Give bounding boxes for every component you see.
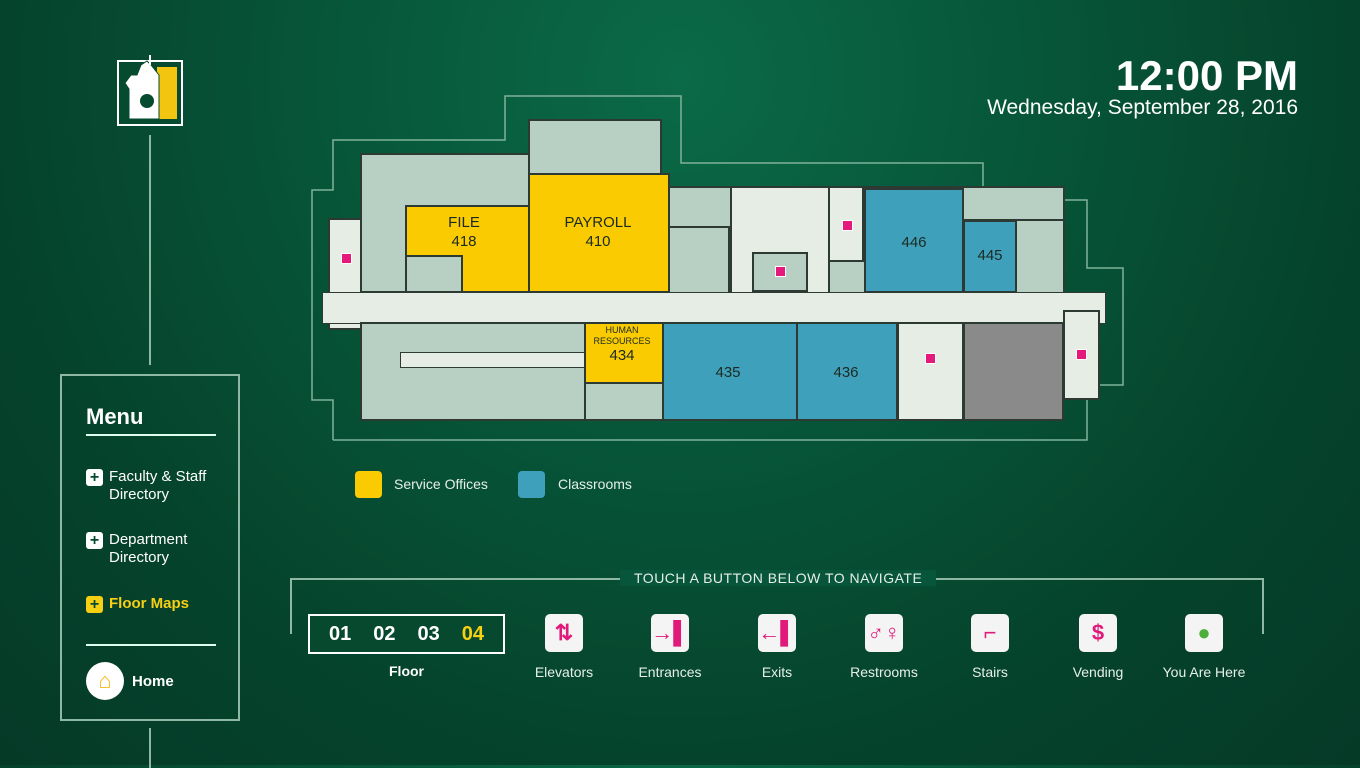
divider: [86, 644, 216, 646]
button-label: Restrooms: [850, 664, 918, 680]
menu-item-label: Floor Maps: [109, 595, 190, 612]
you-are-here-button[interactable]: ● You Are Here: [1154, 614, 1254, 680]
home-icon: ⌂: [86, 662, 124, 700]
room-label: 436: [833, 364, 859, 381]
menu-item-floor-maps[interactable]: + Floor Maps: [86, 595, 189, 613]
stairs-icon: ⌐: [971, 614, 1009, 652]
elevator-icon: [775, 266, 786, 277]
plus-icon: +: [86, 596, 103, 613]
button-label: Entrances: [638, 664, 702, 680]
location-pin-icon: ●: [1185, 614, 1223, 652]
stairs-icon: [842, 220, 853, 231]
clock-time: 12:00 PM: [1115, 52, 1298, 99]
elevators-button[interactable]: ⇅ Elevators: [514, 614, 614, 680]
stairs-icon: [341, 253, 352, 264]
vending-icon: $: [1079, 614, 1117, 652]
menu-item-label: Faculty & Staff: [109, 468, 207, 485]
menu-item-label: Directory: [109, 549, 170, 566]
divider: [86, 434, 216, 436]
button-label: You Are Here: [1162, 664, 1246, 680]
restroom-icon: [925, 353, 936, 364]
menu-item-label: Directory: [109, 486, 170, 503]
plus-icon: +: [86, 469, 103, 486]
floor-button-03[interactable]: 03: [417, 622, 440, 645]
button-label: Stairs: [972, 664, 1008, 680]
plus-icon: +: [86, 532, 103, 549]
clock-date: Wednesday, September 28, 2016: [987, 96, 1298, 119]
room-label: 435: [715, 364, 741, 381]
home-button[interactable]: ⌂ Home: [86, 662, 174, 700]
exit-icon: ←▌: [758, 614, 796, 652]
floor-button-04[interactable]: 04: [461, 622, 484, 645]
floor-button-02[interactable]: 02: [373, 622, 396, 645]
legend-label: Classrooms: [558, 476, 632, 492]
exits-button[interactable]: ←▌ Exits: [727, 614, 827, 680]
legend-swatch-service-offices: [355, 471, 382, 498]
divider-line: [149, 135, 151, 365]
room-label: 445: [977, 247, 1003, 264]
elevator-icon: ⇅: [545, 614, 583, 652]
legend-label: Service Offices: [394, 476, 488, 492]
nav-title: TOUCH A BUTTON BELOW TO NAVIGATE: [620, 570, 937, 586]
menu-title: Menu: [86, 404, 144, 429]
floor-selector: 01 02 03 04: [308, 614, 505, 654]
button-label: Vending: [1072, 664, 1124, 680]
stairs-icon: [1076, 349, 1087, 360]
stairs-button[interactable]: ⌐ Stairs: [940, 614, 1040, 680]
logo: [117, 55, 183, 127]
button-label: Elevators: [534, 664, 594, 680]
floor-label: Floor: [389, 663, 424, 679]
room-label: 446: [901, 234, 927, 251]
home-label: Home: [132, 672, 174, 690]
button-label: Exits: [761, 664, 793, 680]
entrance-icon: →▌: [651, 614, 689, 652]
floor-button-01[interactable]: 01: [329, 622, 352, 645]
vending-button[interactable]: $ Vending: [1048, 614, 1148, 680]
entrances-button[interactable]: →▌ Entrances: [620, 614, 720, 680]
legend-swatch-classrooms: [518, 471, 545, 498]
restrooms-button[interactable]: ♂♀ Restrooms: [834, 614, 934, 680]
restroom-icon: ♂♀: [865, 614, 903, 652]
menu-item-label: Department: [109, 531, 188, 548]
divider-line: [149, 728, 151, 768]
